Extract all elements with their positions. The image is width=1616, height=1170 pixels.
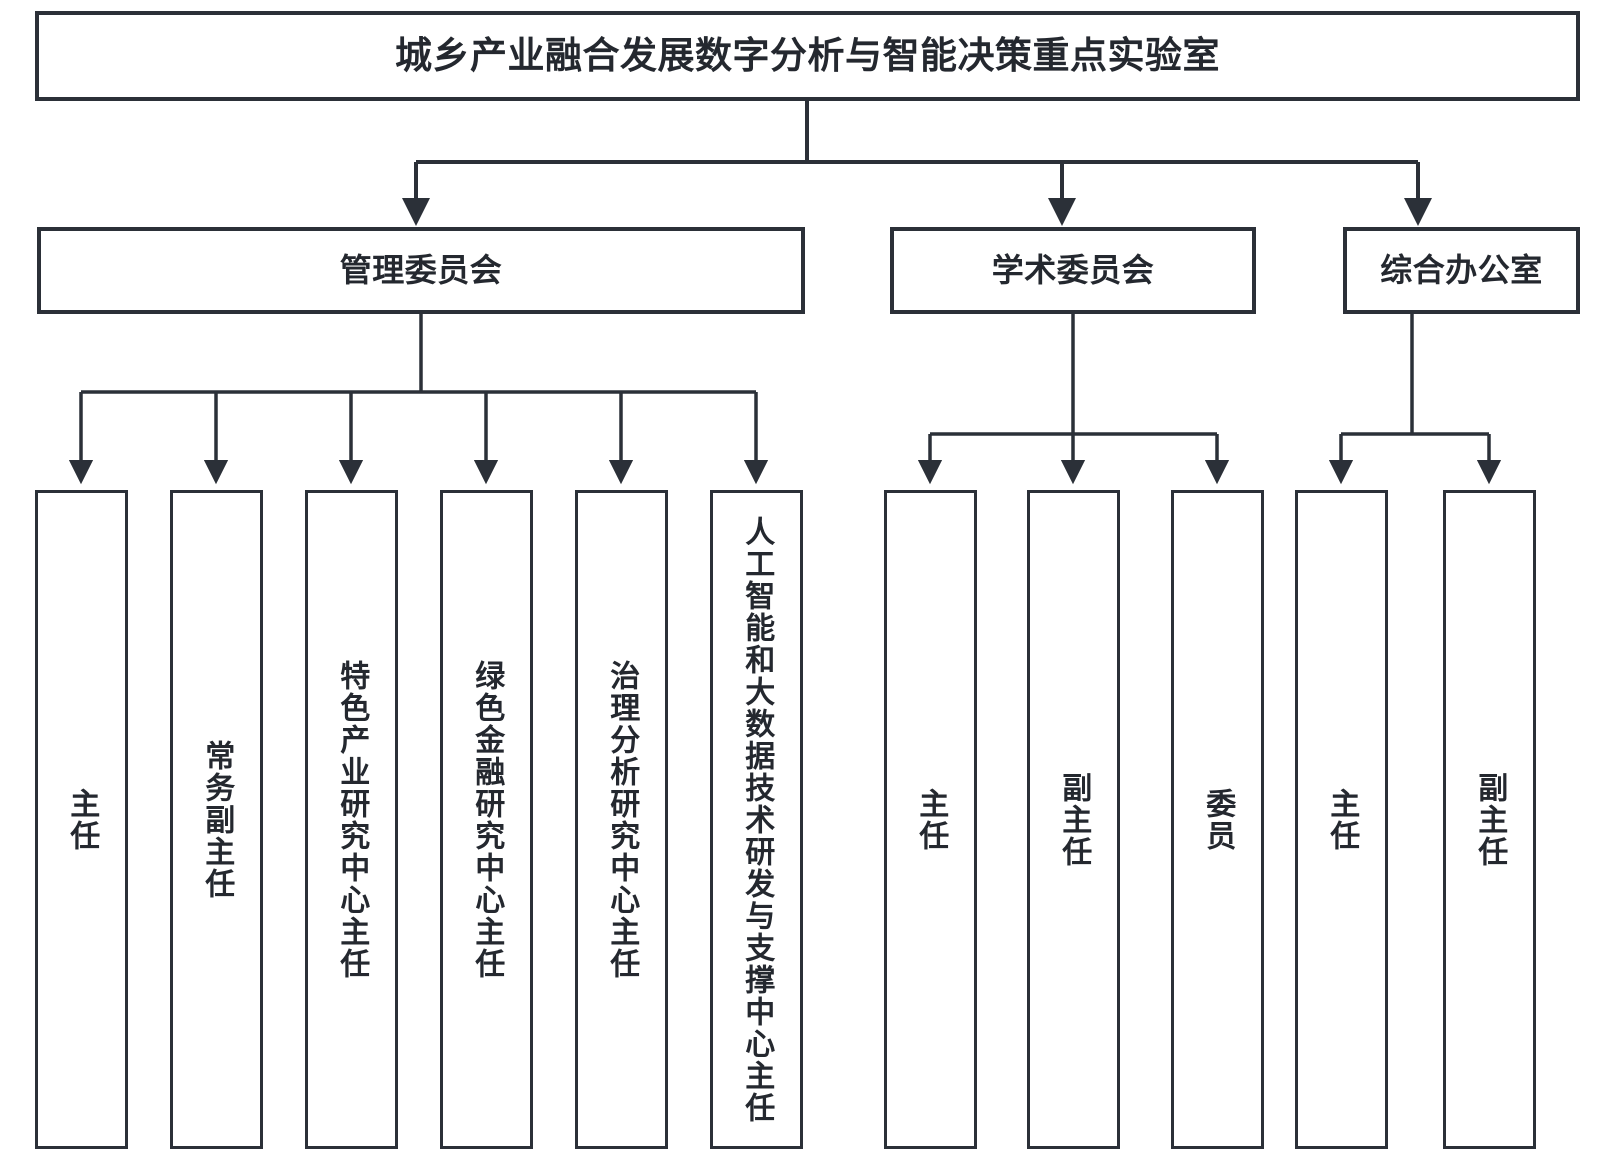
node-management-child-specialty-industry-center-director[interactable]: 特色产业研究中心主任 bbox=[305, 490, 398, 1149]
node-academic-committee-label: 学术委员会 bbox=[991, 250, 1155, 289]
node-office-child-deputy-director[interactable]: 副主任 bbox=[1443, 490, 1536, 1149]
node-academic-child-deputy-director-label: 副主任 bbox=[1056, 771, 1092, 868]
node-general-office-label: 综合办公室 bbox=[1380, 250, 1543, 289]
node-academic-child-member-label: 委员 bbox=[1200, 787, 1236, 852]
node-laboratory-root[interactable]: 城乡产业融合发展数字分析与智能决策重点实验室 bbox=[35, 11, 1580, 101]
node-general-office[interactable]: 综合办公室 bbox=[1343, 227, 1580, 314]
node-management-child-governance-analysis-center-director[interactable]: 治理分析研究中心主任 bbox=[575, 490, 668, 1149]
node-academic-child-director[interactable]: 主任 bbox=[884, 490, 977, 1149]
node-office-child-director[interactable]: 主任 bbox=[1295, 490, 1388, 1149]
node-academic-committee[interactable]: 学术委员会 bbox=[890, 227, 1256, 314]
node-academic-child-director-label: 主任 bbox=[913, 787, 949, 852]
node-management-child-ai-bigdata-center-director[interactable]: 人工智能和大数据技术研发与支撑中心主任 bbox=[710, 490, 803, 1149]
node-management-child-director[interactable]: 主任 bbox=[35, 490, 128, 1149]
node-management-child-director-label: 主任 bbox=[64, 787, 100, 852]
node-office-child-director-label: 主任 bbox=[1324, 787, 1360, 852]
node-management-child-ai-bigdata-center-director-label: 人工智能和大数据技术研发与支撑中心主任 bbox=[739, 515, 775, 1124]
node-management-child-executive-deputy-director[interactable]: 常务副主任 bbox=[170, 490, 263, 1149]
node-management-child-green-finance-center-director[interactable]: 绿色金融研究中心主任 bbox=[440, 490, 533, 1149]
node-management-child-executive-deputy-director-label: 常务副主任 bbox=[199, 739, 235, 900]
node-academic-child-deputy-director[interactable]: 副主任 bbox=[1027, 490, 1120, 1149]
node-office-child-deputy-director-label: 副主任 bbox=[1472, 771, 1508, 868]
node-management-child-green-finance-center-director-label: 绿色金融研究中心主任 bbox=[469, 659, 505, 980]
node-academic-child-member[interactable]: 委员 bbox=[1171, 490, 1264, 1149]
node-management-child-governance-analysis-center-director-label: 治理分析研究中心主任 bbox=[604, 659, 640, 980]
node-management-committee-label: 管理委员会 bbox=[339, 250, 503, 289]
node-management-committee[interactable]: 管理委员会 bbox=[37, 227, 805, 314]
node-laboratory-root-label: 城乡产业融合发展数字分析与智能决策重点实验室 bbox=[395, 34, 1220, 78]
node-management-child-specialty-industry-center-director-label: 特色产业研究中心主任 bbox=[334, 659, 370, 980]
